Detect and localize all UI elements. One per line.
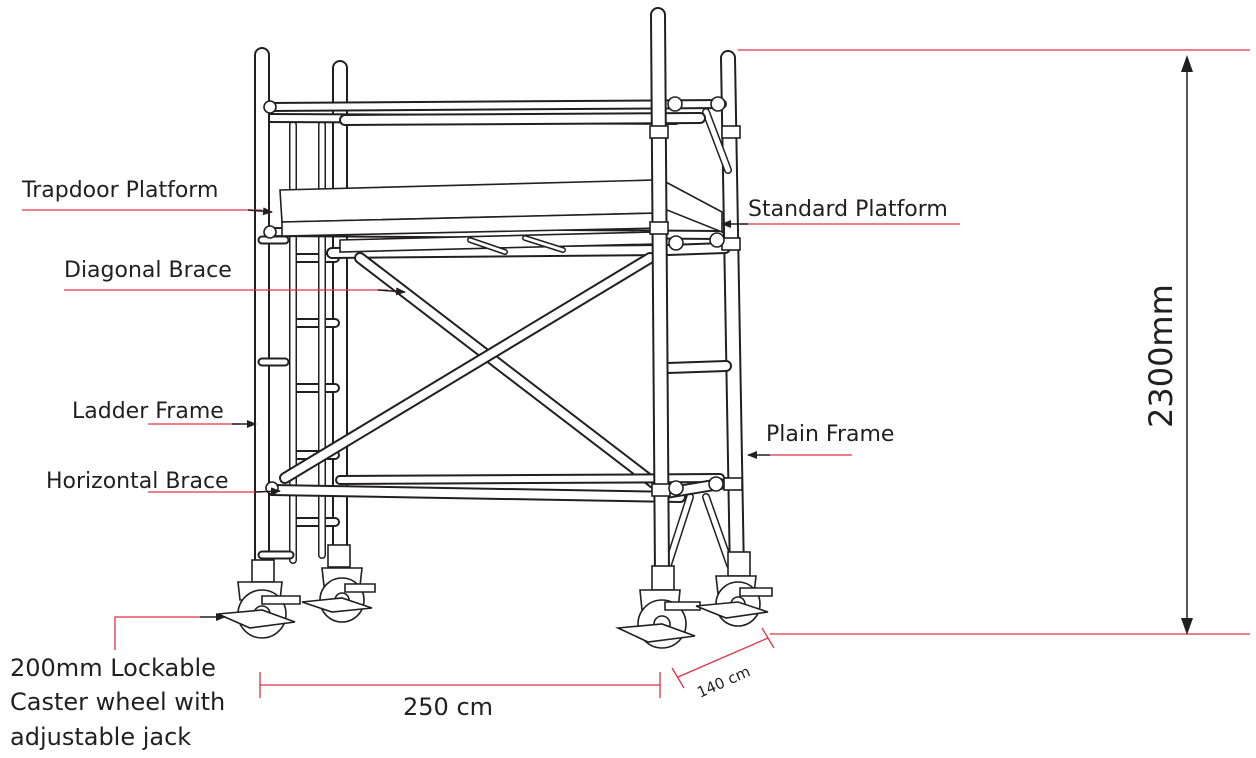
- caster-back-left: [301, 544, 376, 623]
- label-trapdoor-platform: Trapdoor Platform: [21, 178, 218, 203]
- label-plain-frame: Plain Frame: [766, 422, 894, 447]
- dimension-width-label: 140 cm: [694, 662, 753, 701]
- label-standard-platform: Standard Platform: [748, 197, 948, 222]
- caster-front-right: [614, 565, 701, 649]
- standard-platform: [661, 178, 723, 234]
- label-horizontal-brace: Horizontal Brace: [46, 469, 229, 494]
- dimension-length-label: 250 cm: [403, 693, 493, 721]
- label-diagonal-brace: Diagonal Brace: [64, 258, 232, 283]
- caster-back-right: [695, 551, 773, 627]
- trapdoor-platform: [279, 179, 663, 255]
- callout-lines: [22, 207, 960, 650]
- label-ladder-frame: Ladder Frame: [72, 399, 224, 424]
- scaffold-tower: [217, 7, 773, 649]
- label-caster-line1: 200mm Lockable: [10, 654, 216, 682]
- front-ladder-frame: [254, 47, 295, 578]
- label-caster-line2: Caster wheel with: [10, 688, 225, 716]
- diagonal-brace: [279, 252, 661, 490]
- caster-front-left: [217, 559, 301, 639]
- label-caster-line3: adjustable jack: [10, 723, 191, 751]
- dimension-lines: [259, 49, 1250, 698]
- front-plain-frame: [263, 7, 743, 583]
- dimension-height-label: 2300mm: [1142, 284, 1180, 428]
- top-guardrail: [263, 99, 727, 126]
